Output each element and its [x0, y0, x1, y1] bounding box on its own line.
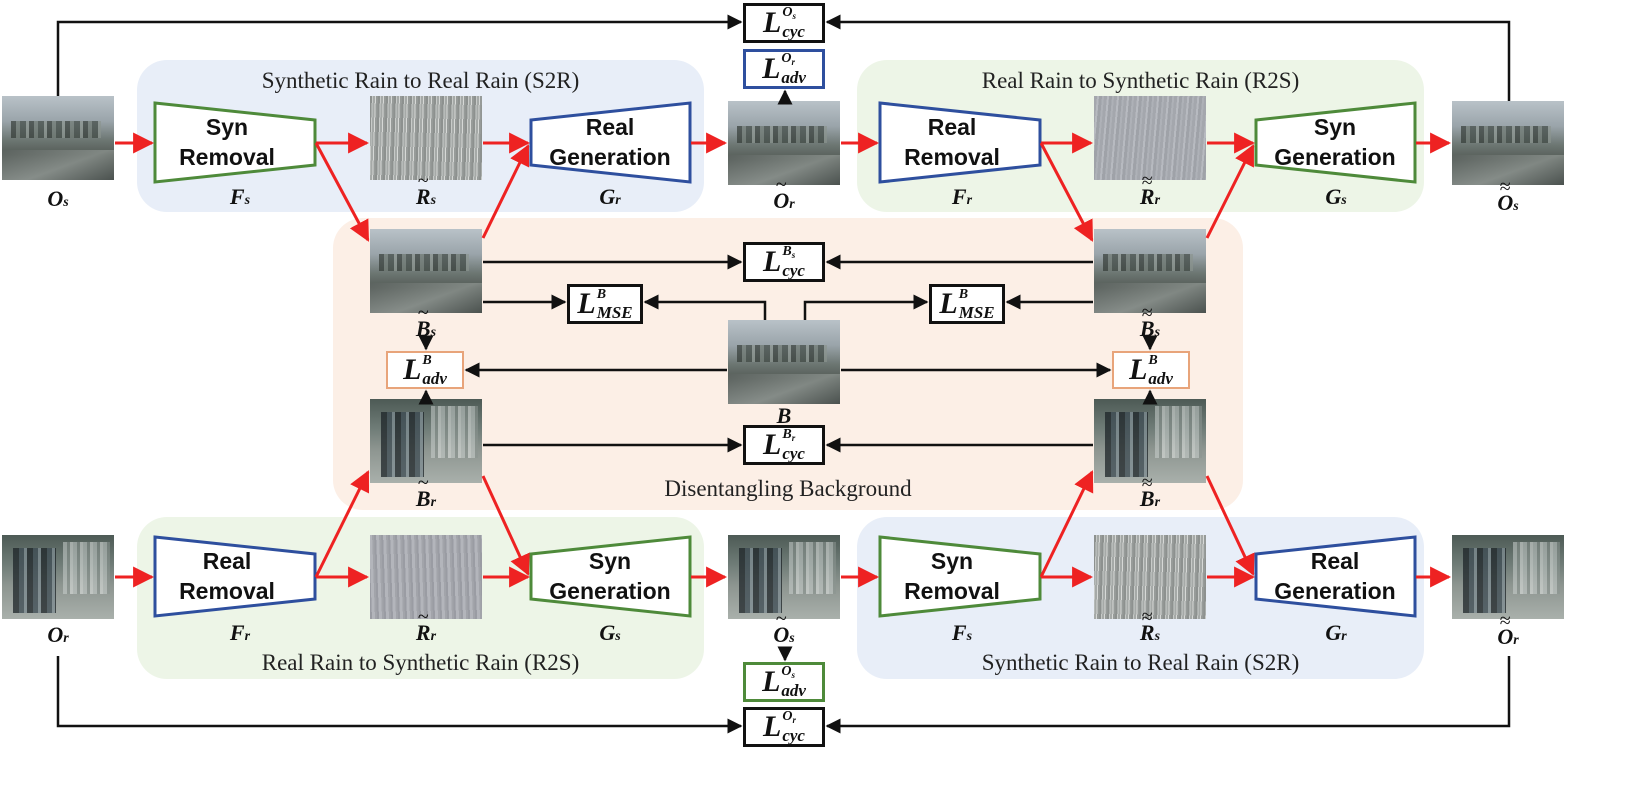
var-Gs-bottom: Gs [599, 620, 621, 645]
net-Gr-bottom [1254, 535, 1417, 618]
var-Os: Os [47, 186, 69, 211]
var-Or-tilde: ~Or [773, 174, 795, 213]
net-Fr-bottom [153, 535, 317, 618]
loss-connectors [56, 14, 1511, 734]
var-Br-dtilde: ≈Br [1139, 472, 1161, 511]
var-Bs-tilde: ~Bs [415, 302, 437, 341]
image-Or [2, 535, 114, 619]
net-Fr-top [878, 101, 1042, 184]
var-Bs-dtilde: ≈Bs [1139, 302, 1161, 341]
image-Rr-tilde [370, 535, 482, 619]
image-Rr-dtilde [1094, 96, 1206, 180]
image-Or-dtilde [1452, 535, 1564, 619]
red-flow-bottom [115, 470, 1452, 588]
red-flow-top [115, 132, 1452, 242]
image-Bs-tilde [370, 229, 482, 313]
var-Rr-tilde: ~Rr [415, 606, 437, 645]
net-Gs-bottom [529, 535, 692, 618]
image-Rs-dtilde [1094, 535, 1206, 619]
r2s-bottom-title: Real Rain to Synthetic Rain (R2S) [261, 650, 580, 675]
net-Fs-top [153, 101, 317, 184]
disentangle-title: Disentangling Background [664, 476, 912, 501]
image-Or-tilde [728, 101, 840, 185]
var-Rs-tilde: ~Rs [415, 170, 437, 209]
image-Br-dtilde [1094, 399, 1206, 483]
var-Gr-top: Gr [599, 184, 621, 209]
var-Os-dtilde: ≈Os [1497, 176, 1519, 215]
net-Fs-bottom [878, 535, 1042, 618]
image-Bs-dtilde [1094, 229, 1206, 313]
var-Rs-dtilde: ≈Rs [1139, 606, 1161, 645]
image-Br-tilde [370, 399, 482, 483]
var-Or-dtilde: ≈Or [1497, 610, 1519, 649]
image-Os [2, 96, 114, 180]
s2r-bottom-title: Synthetic Rain to Real Rain (S2R) [981, 650, 1300, 675]
s2r-top-title: Synthetic Rain to Real Rain (S2R) [261, 68, 580, 93]
var-Fs-bottom: Fs [951, 620, 973, 645]
var-Br-tilde: ~Br [415, 472, 437, 511]
net-Gr-top [529, 101, 692, 184]
image-Os-dtilde [1452, 101, 1564, 185]
net-Gs-top [1254, 101, 1417, 184]
var-Fs-top: Fs [229, 184, 251, 209]
var-Gr-bottom: Gr [1325, 620, 1347, 645]
image-B [728, 320, 840, 404]
var-Or: Or [47, 622, 69, 647]
var-Fr-bottom: Fr [229, 620, 251, 645]
r2s-top-title: Real Rain to Synthetic Rain (R2S) [981, 68, 1300, 93]
var-Fr-top: Fr [951, 184, 973, 209]
var-Os-tilde: ~Os [773, 608, 795, 647]
image-Os-tilde [728, 535, 840, 619]
var-B: B [776, 403, 792, 428]
image-Rs-tilde [370, 96, 482, 180]
var-Rr-dtilde: ≈Rr [1139, 170, 1161, 209]
var-Gs-top: Gs [1325, 184, 1347, 209]
